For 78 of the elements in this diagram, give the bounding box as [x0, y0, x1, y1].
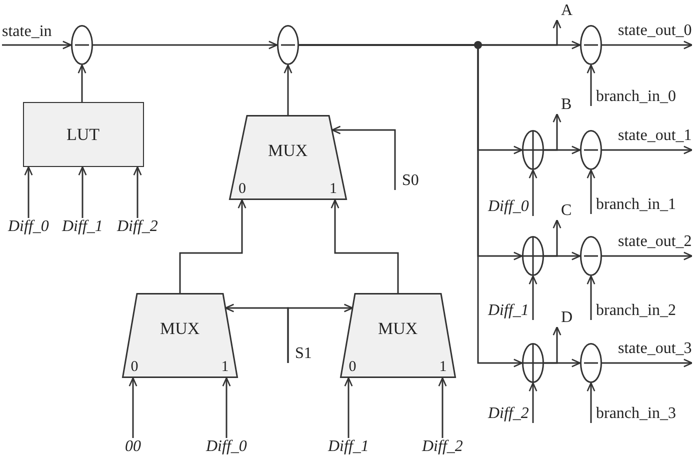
signal-label: Diff_0 [8, 218, 49, 236]
arrow [24, 166, 33, 218]
arrow [2, 40, 72, 50]
arrow [438, 377, 447, 438]
arrow [78, 166, 87, 218]
arrow [133, 166, 142, 218]
arrow [528, 275, 538, 320]
arrow [299, 44, 523, 368]
signal-label: state_out_1 [618, 127, 692, 145]
arrow [332, 126, 396, 190]
signal-label: A [561, 2, 573, 20]
subtractor-symbol [580, 343, 602, 383]
arrow [602, 146, 693, 154]
arrow [602, 40, 693, 50]
arrow [586, 64, 596, 106]
port-label: 0 [238, 181, 246, 197]
arrow [344, 377, 353, 438]
arrow [78, 64, 86, 102]
arrow [528, 169, 538, 216]
signal-label: state_out_3 [618, 340, 692, 358]
signal-label: S1 [295, 345, 312, 363]
signal-label: state_in [2, 23, 52, 41]
signal-label: B [561, 96, 572, 114]
arrow [586, 275, 596, 320]
arrow [284, 64, 292, 115]
signal-label: Diff_1 [62, 218, 103, 236]
signal-label: 00 [125, 438, 141, 456]
adder-symbol [522, 130, 544, 170]
arrow [586, 169, 596, 214]
arrow [330, 199, 399, 293]
signal-label: branch_in_1 [596, 196, 676, 214]
signal-label: branch_in_2 [596, 302, 676, 320]
subtractor-symbol [580, 25, 602, 65]
port-label: 1 [330, 181, 337, 197]
block-label: MUX [160, 318, 200, 338]
port-label: 0 [130, 359, 138, 375]
multiplexer-block [340, 293, 456, 378]
signal-label: Diff_1 [488, 302, 529, 320]
subtractor-symbol [277, 25, 299, 65]
signal-label: state_out_0 [618, 22, 692, 40]
port-label: 0 [348, 359, 356, 375]
multiplexer-block [229, 115, 347, 200]
arrow [222, 377, 231, 438]
arrow [586, 382, 596, 423]
port-label: 1 [439, 359, 447, 375]
arrow [602, 358, 693, 368]
signal-label: Diff_2 [422, 438, 463, 456]
multiplexer-block [122, 293, 238, 378]
arrow [128, 377, 138, 438]
signal-label: D [561, 309, 573, 327]
adder-symbol [522, 236, 544, 276]
arrow [287, 304, 354, 363]
subtractor-symbol [71, 25, 93, 65]
signal-label: Diff_0 [206, 438, 247, 456]
block-label: MUX [378, 318, 418, 338]
arrow [544, 219, 562, 257]
arrow [528, 382, 538, 423]
block-label: LUT [66, 124, 100, 144]
signal-label: branch_in_0 [596, 88, 676, 106]
arrow [93, 40, 278, 50]
lookup-table-block [23, 102, 144, 167]
port-label: 1 [221, 359, 229, 375]
adder-symbol [522, 343, 544, 383]
signal-label: S0 [402, 172, 419, 190]
arrow [179, 199, 246, 293]
arrow [544, 326, 562, 364]
subtractor-symbol [580, 236, 602, 276]
arrow [602, 252, 693, 260]
signal-label: state_out_2 [618, 233, 692, 251]
signal-label: Diff_2 [117, 218, 158, 236]
signal-label: branch_in_3 [596, 405, 676, 423]
subtractor-symbol [580, 130, 602, 170]
arrow [544, 113, 562, 151]
block-label: MUX [268, 140, 308, 160]
signal-label: Diff_2 [488, 405, 529, 423]
signal-label: C [561, 202, 572, 220]
signal-label: Diff_1 [328, 438, 369, 456]
signal-label: Diff_0 [488, 198, 529, 216]
